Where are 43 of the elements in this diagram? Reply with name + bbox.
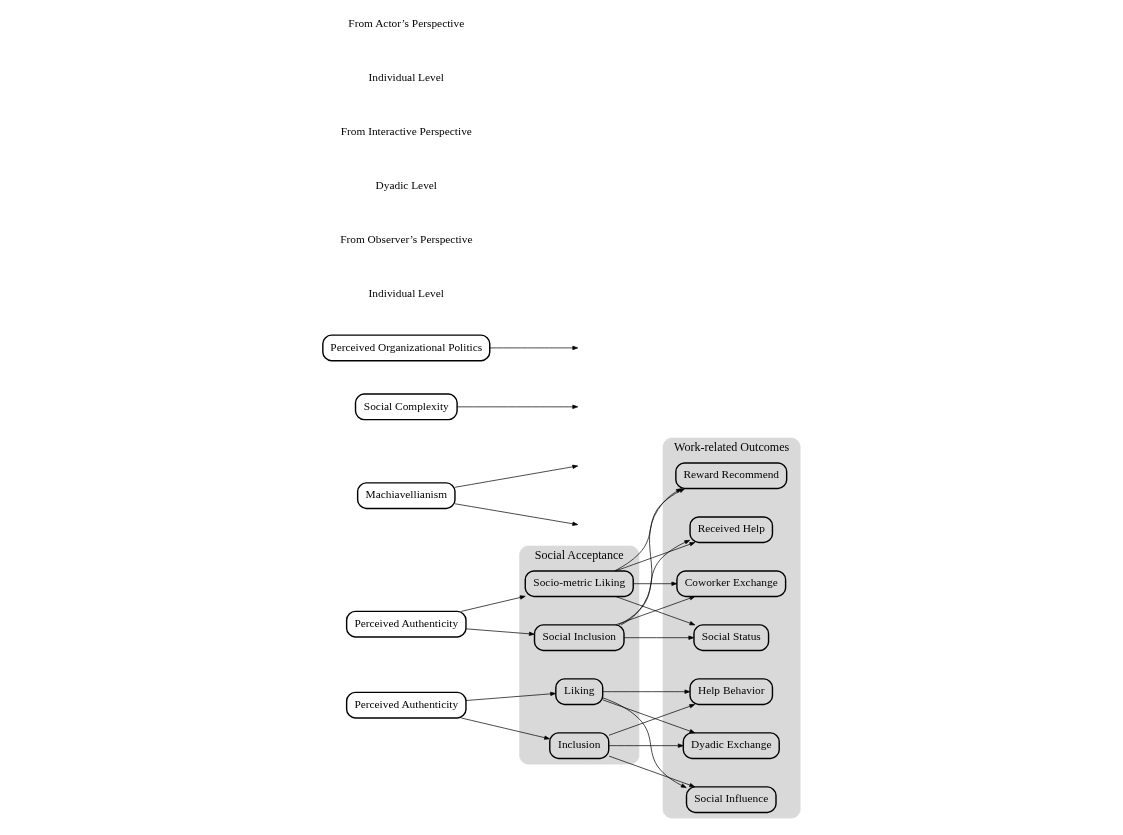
node-box: Liking	[555, 678, 604, 706]
node-box: Social Status	[693, 624, 770, 652]
arrow	[608, 743, 684, 748]
label: Individual Level	[368, 70, 444, 83]
label: From Interactive Perspective	[340, 124, 472, 137]
arrow	[602, 697, 687, 788]
arrow	[618, 539, 691, 626]
label: From Actor’s Perspective	[348, 16, 465, 29]
node-box: Social Inclusion	[533, 624, 625, 652]
arrow	[489, 345, 579, 350]
arrow	[632, 581, 678, 586]
arrow	[608, 704, 696, 736]
arrow	[454, 464, 579, 488]
arrow	[460, 717, 550, 740]
arrow	[460, 595, 526, 612]
node-box: Machiavellianism	[356, 482, 456, 510]
arrow	[602, 699, 696, 734]
node-box: Perceived Authenticity	[345, 691, 467, 719]
node-box: Perceived Organizational Politics	[322, 334, 491, 362]
node-box: Reward Recommend	[675, 462, 788, 490]
node-box: Dyadic Exchange	[682, 732, 780, 760]
node-box: Social Influence	[685, 786, 777, 814]
node-box: Help Behavior	[689, 678, 774, 706]
arrow	[608, 755, 696, 788]
node-box: Coworker Exchange	[676, 570, 787, 598]
arrow	[615, 596, 696, 626]
arrow	[456, 404, 579, 409]
arrow	[465, 691, 556, 701]
arrow	[602, 689, 691, 694]
arrow	[620, 488, 682, 626]
arrow	[465, 628, 535, 636]
node-box: Perceived Authenticity	[345, 610, 467, 638]
label: From Observer’s Perspective	[340, 232, 473, 245]
arrow	[615, 542, 696, 572]
node-box: Received Help	[689, 516, 774, 544]
node-box: Inclusion	[549, 732, 610, 760]
node-box: Social Complexity	[354, 393, 458, 421]
node-box: Socio-metric Liking	[524, 570, 634, 598]
label: Dyadic Level	[375, 178, 438, 191]
label: Individual Level	[368, 286, 444, 299]
arrow	[614, 488, 685, 572]
arrow	[623, 635, 695, 640]
arrow	[454, 503, 579, 526]
